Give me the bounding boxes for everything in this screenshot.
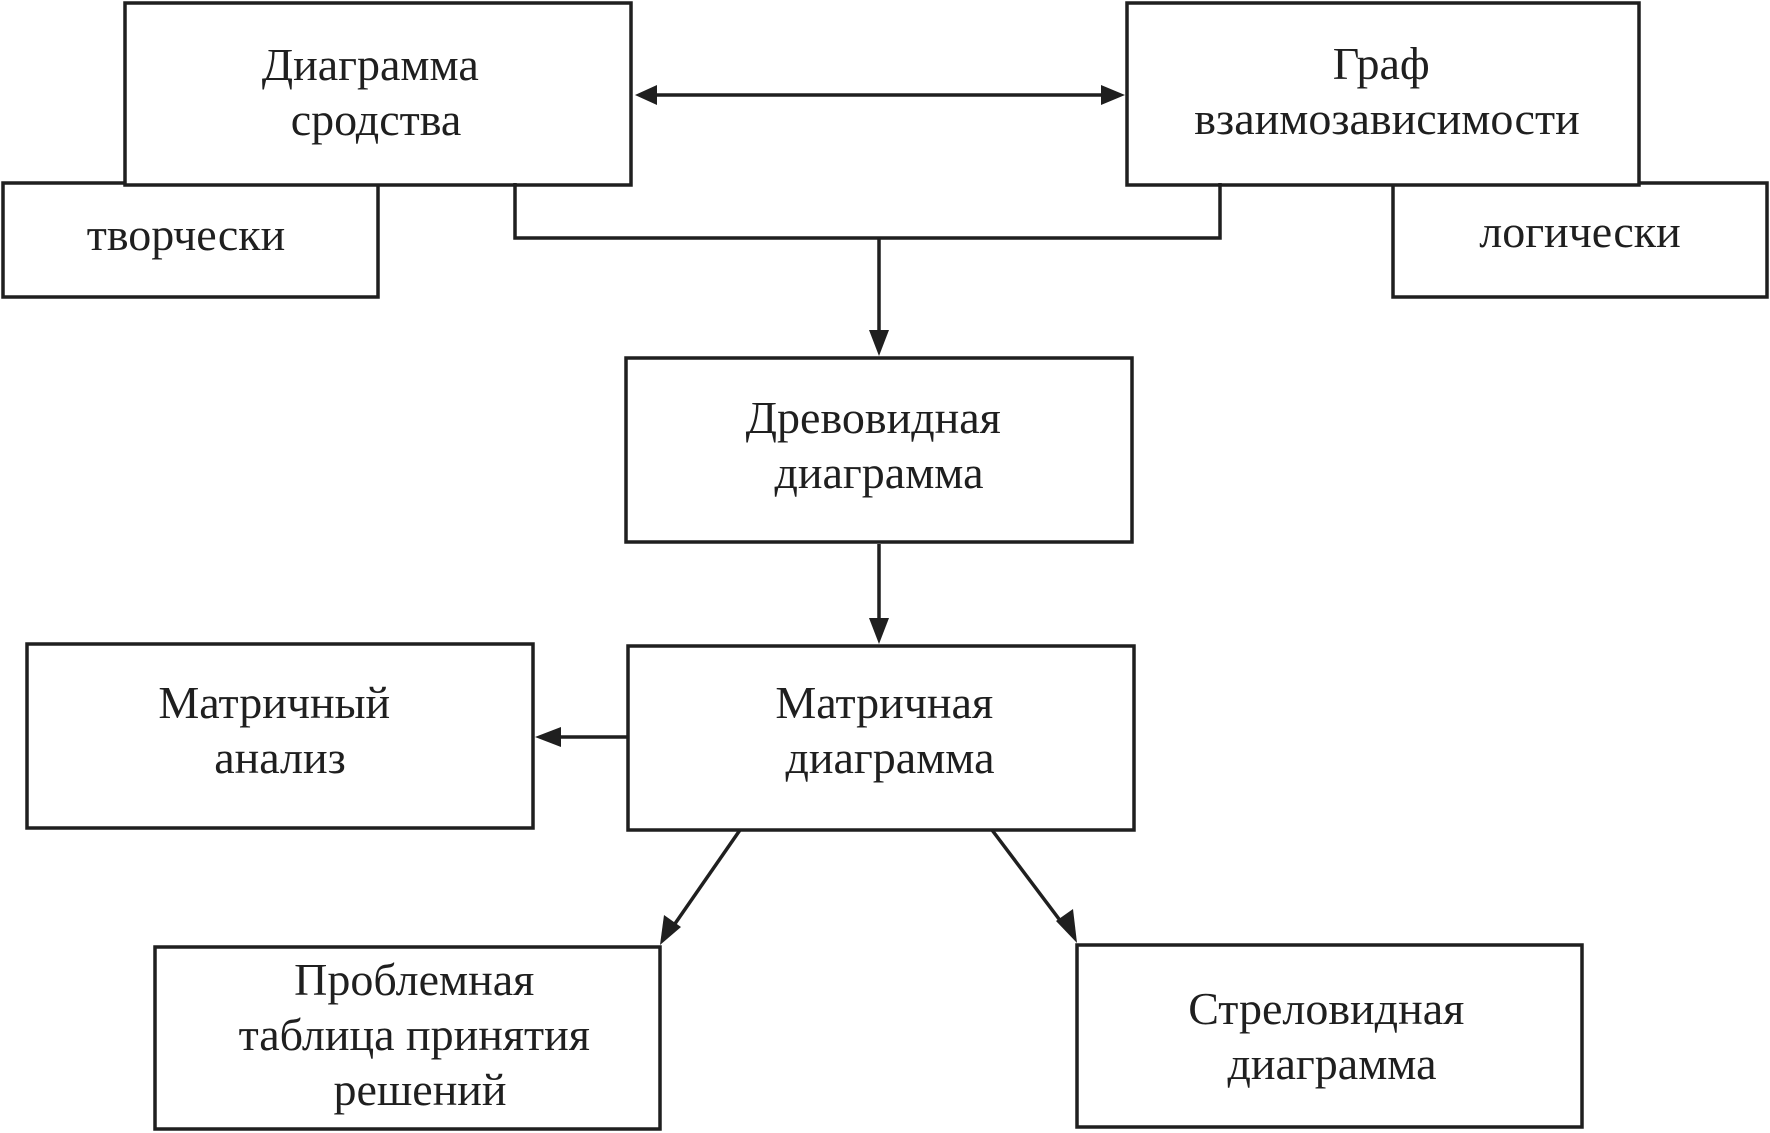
affinity-diagram-label: Диаграмма сродства [262, 39, 491, 145]
arrow-diagram-label: Стреловидная диаграмма [1188, 983, 1476, 1089]
arrowhead-left [635, 85, 657, 105]
arrowhead-down-tree [869, 330, 889, 356]
tree-diagram-box: Древовидная диаграмма [624, 356, 1134, 544]
connector-matrix-to-analysis [535, 727, 628, 747]
connector-matrix-to-arrow-diagram [990, 828, 1077, 943]
arrowhead-down-matrix [869, 618, 889, 644]
pdpc-label: Проблемная таблица принятия решений [239, 954, 602, 1115]
tree-diagram-label: Древовидная диаграмма [746, 392, 1013, 498]
connector-affinity-to-digraph [635, 85, 1125, 105]
matrix-diagram-label: Матричная диаграмма [775, 677, 1004, 783]
arrowhead-right [1101, 85, 1125, 105]
logically-box: логически [1391, 181, 1769, 299]
interrelationship-digraph-label: Граф взаимозависимости [1194, 38, 1579, 144]
connector-tree-to-matrix [869, 544, 889, 644]
matrix-analysis-label: Матричный анализ [158, 677, 401, 783]
affinity-diagram-box: Диаграмма сродства [123, 1, 633, 187]
interrelationship-digraph-box: Граф взаимозависимости [1125, 1, 1641, 187]
connector-top-merge-to-tree [513, 183, 1222, 356]
matrix-analysis-box: Матричный анализ [25, 642, 535, 830]
arrowhead-arrow-diagram [1056, 909, 1077, 943]
connector-matrix-to-pdpc [660, 829, 742, 945]
creatively-box: творчески [1, 181, 380, 299]
arrowhead-left-analysis [535, 727, 561, 747]
matrix-diagram-box: Матричная диаграмма [626, 644, 1136, 832]
arrowhead-pdpc [660, 915, 681, 945]
creatively-label: творчески [87, 209, 285, 260]
arrow-diagram-box: Стреловидная диаграмма [1075, 943, 1584, 1129]
pdpc-box: Проблемная таблица принятия решений [153, 945, 662, 1131]
logically-label: логически [1479, 206, 1681, 257]
